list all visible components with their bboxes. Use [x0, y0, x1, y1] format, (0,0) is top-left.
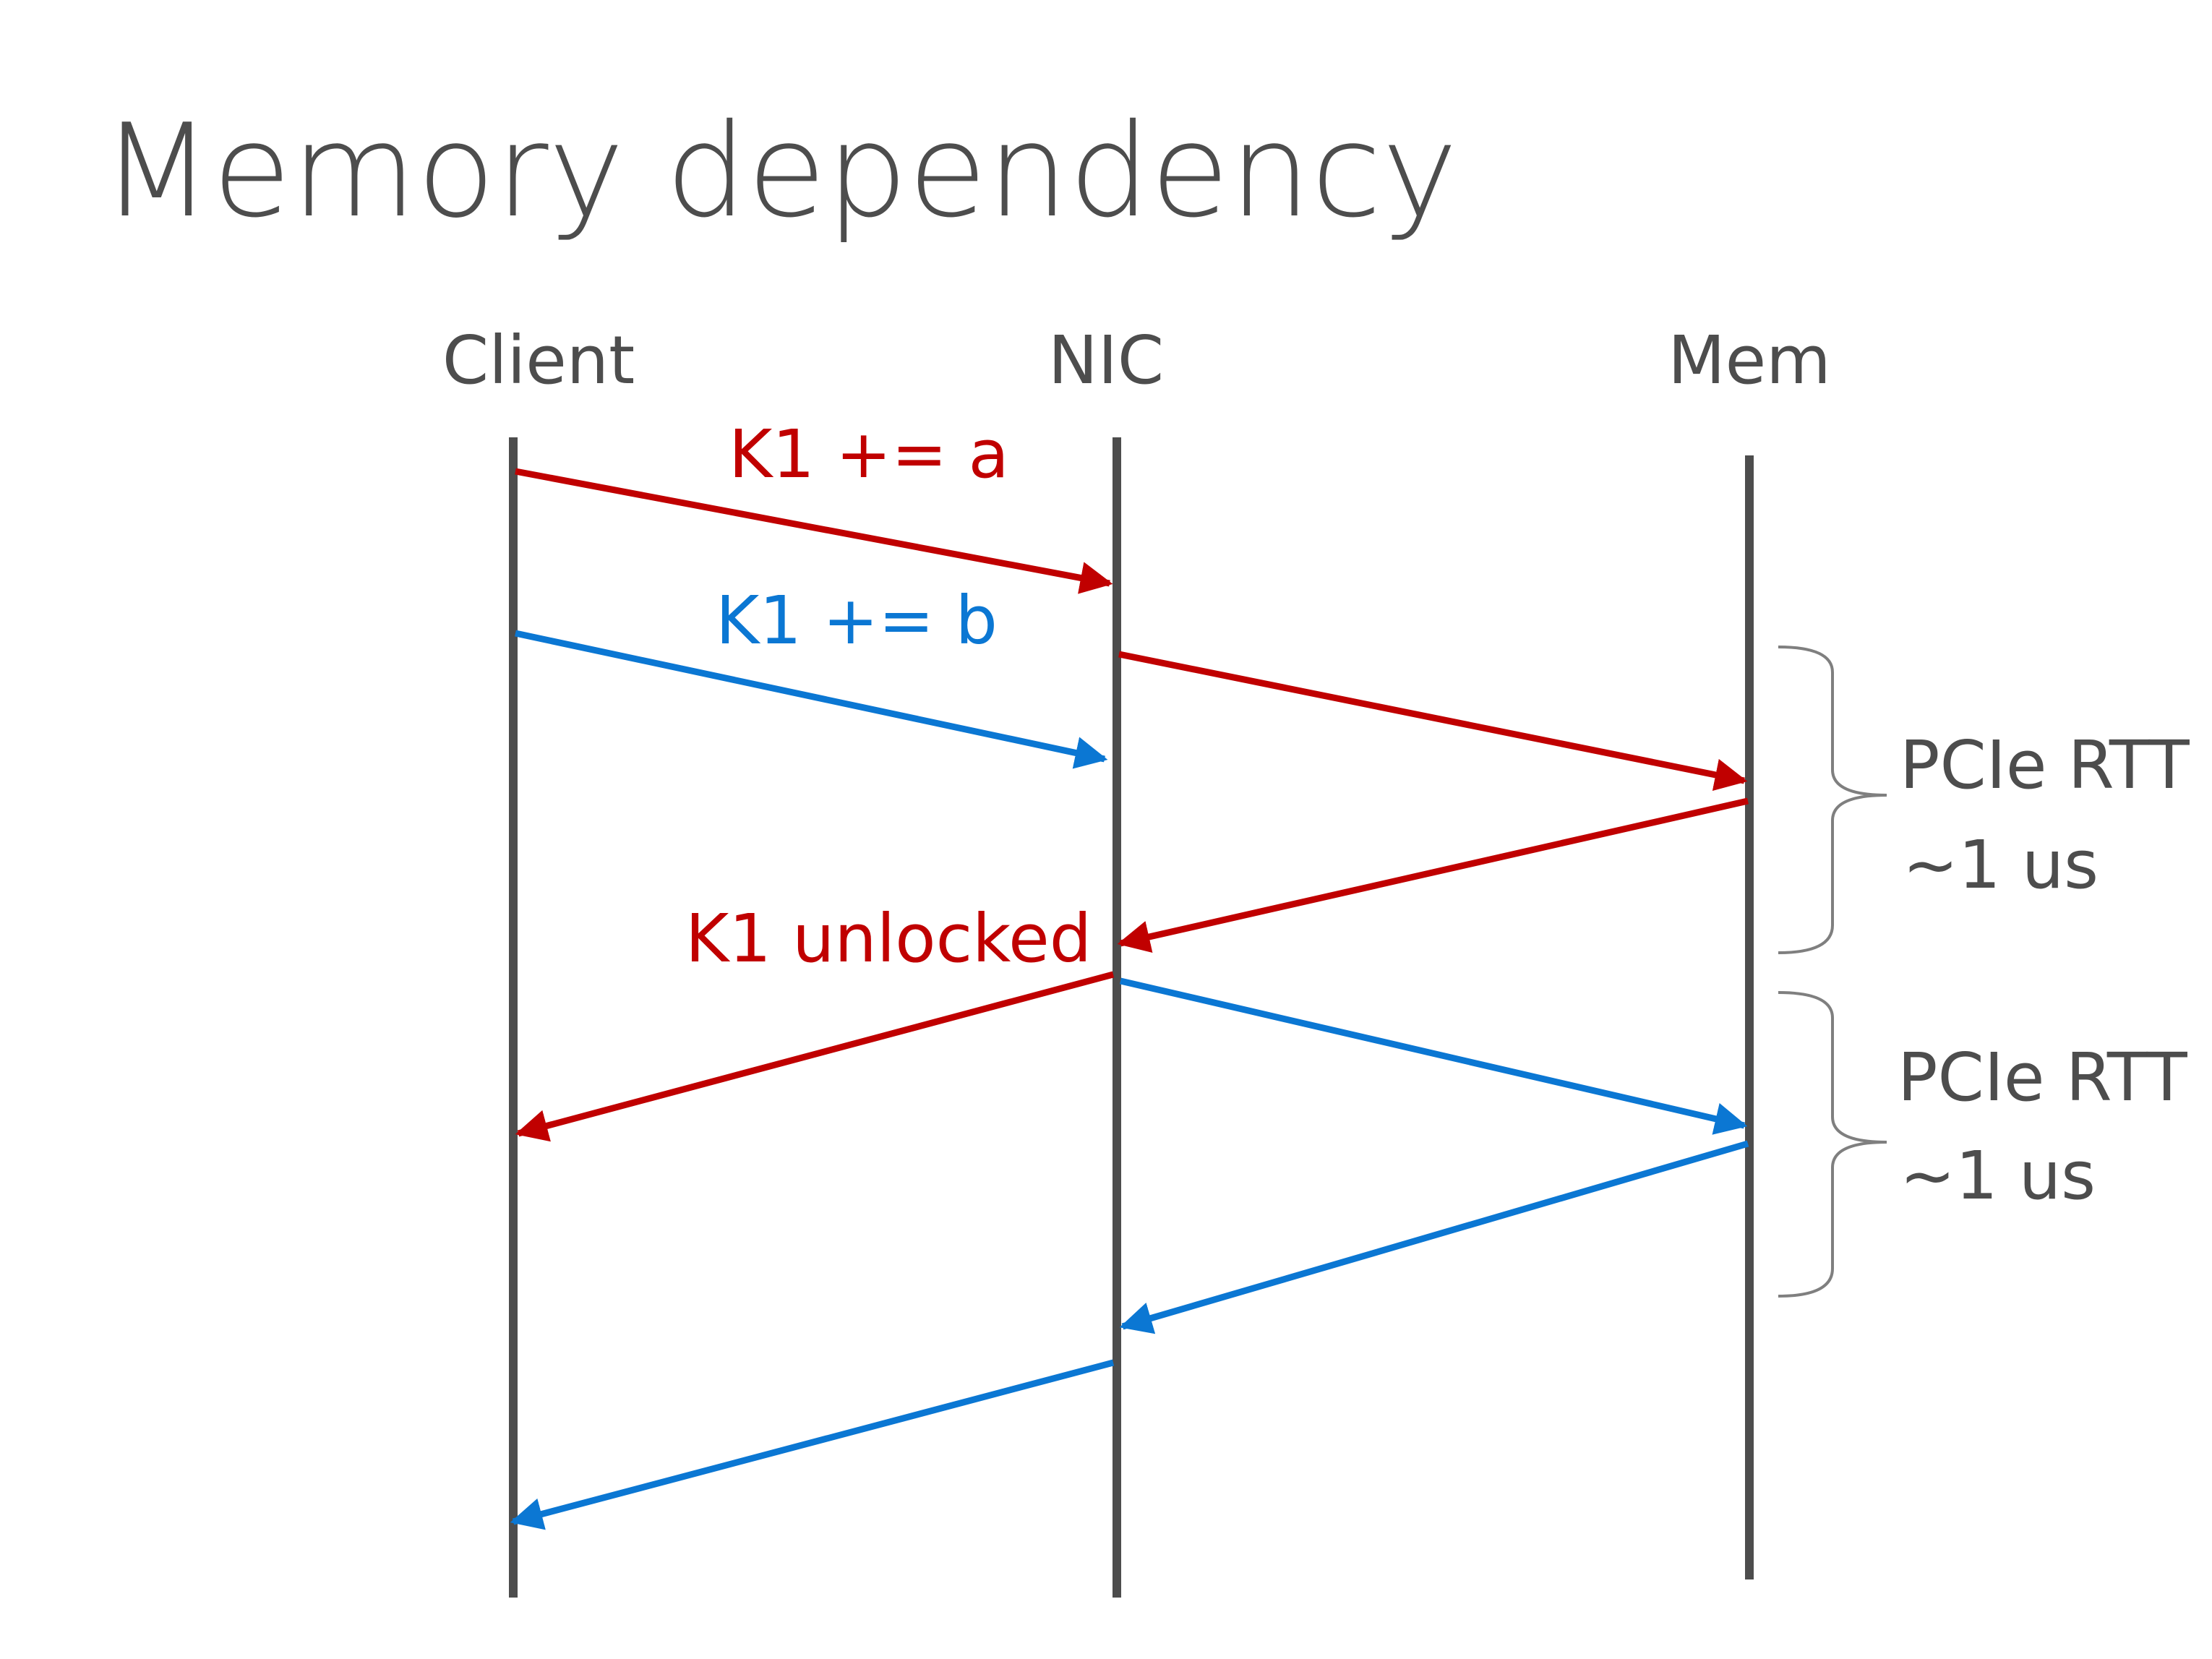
msg-nic-to-client-red [515, 971, 1115, 1142]
lane-label-mem: Mem [1668, 322, 1831, 399]
msg-nic-to-mem-blue [1119, 977, 1748, 1135]
brace-pcie-rtt-1 [1778, 646, 1887, 954]
msg-mem-to-nic-red [1117, 797, 1749, 953]
msg-nic-to-client-blue [510, 1359, 1115, 1530]
slide-title: Memory dependency [101, 96, 1458, 246]
msg-client-to-nic-red [515, 468, 1113, 594]
annotation-label-1: PCIe RTT [1900, 726, 2190, 804]
annotation-label-2: PCIe RTT [1898, 1039, 2188, 1116]
lane-label-nic: NIC [1048, 322, 1164, 399]
msg-client-to-nic-blue [515, 630, 1108, 769]
annotation-value-2: ~1 us [1900, 1137, 2096, 1214]
msg-nic-to-mem-red [1118, 651, 1748, 792]
msg-label-k1-add-b: K1 += b [716, 582, 998, 659]
annotation-value-1: ~1 us [1903, 826, 2099, 904]
msg-label-k1-add-a: K1 += a [729, 416, 1009, 493]
msg-label-k1-unlocked: K1 unlocked [685, 900, 1092, 977]
brace-pcie-rtt-2 [1778, 991, 1887, 1298]
msg-mem-to-nic-blue [1119, 1140, 1749, 1334]
lane-label-client: Client [442, 322, 635, 399]
